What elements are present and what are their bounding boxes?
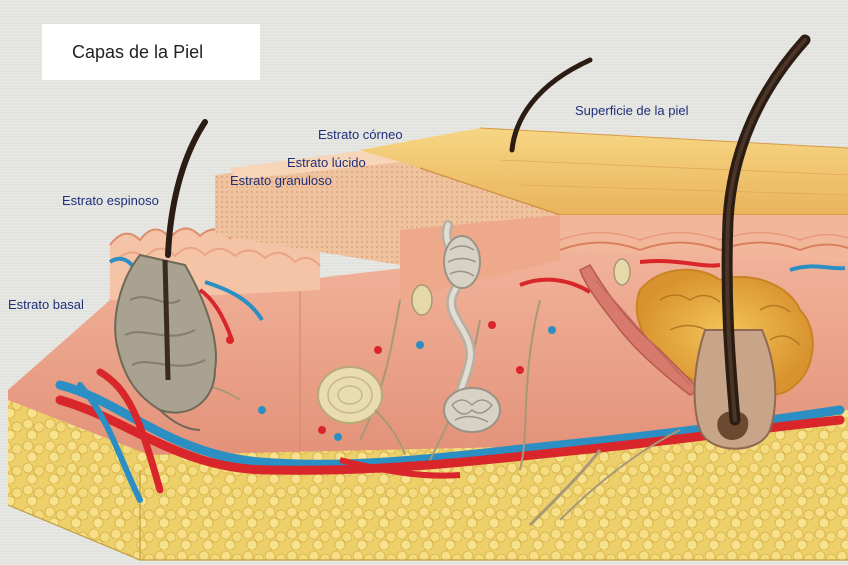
title-box: Capas de la Piel [42,24,260,80]
label-estrato-corneo: Estrato córneo [318,128,403,141]
label-estrato-lucido: Estrato lúcido [287,156,366,169]
diagram-title: Capas de la Piel [72,42,203,63]
label-superficie: Superficie de la piel [575,104,688,117]
label-estrato-basal: Estrato basal [8,298,84,311]
label-estrato-granuloso: Estrato granuloso [230,174,332,187]
label-estrato-espinoso: Estrato espinoso [62,194,159,207]
